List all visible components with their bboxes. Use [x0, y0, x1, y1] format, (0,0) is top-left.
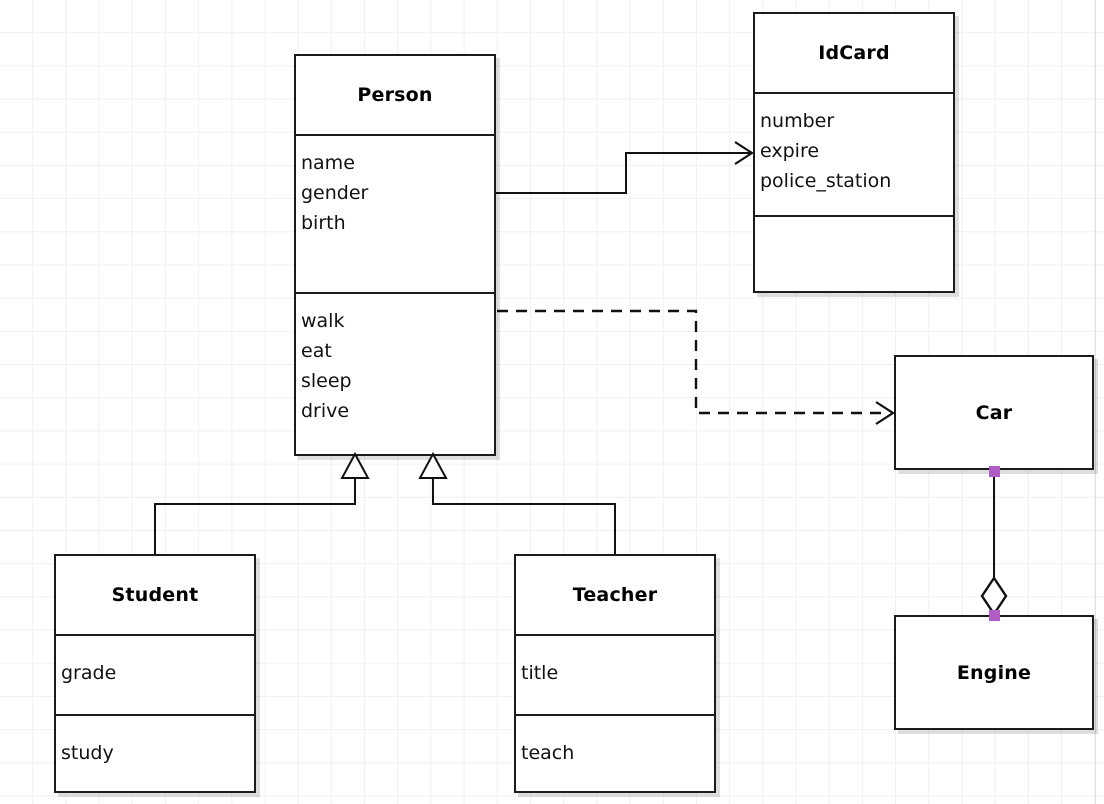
attribute-item: number: [760, 110, 835, 132]
operation-item: study: [61, 742, 114, 764]
class-box-teacher[interactable]: Teacher title teach: [514, 554, 716, 793]
class-name-person: Person: [357, 84, 433, 106]
canvas-right-rule: [1095, 0, 1096, 804]
attribute-item: birth: [301, 212, 346, 234]
generalization-teacher-person: [432, 474, 616, 554]
class-name-idcard: IdCard: [818, 42, 890, 64]
operation-item: teach: [521, 742, 575, 764]
dependency-person-car: [497, 309, 896, 425]
class-box-engine[interactable]: Engine: [894, 615, 1094, 730]
class-name-student: Student: [111, 584, 199, 606]
operation-item: drive: [301, 400, 350, 422]
class-name-engine: Engine: [956, 661, 1032, 684]
class-box-car[interactable]: Car: [894, 355, 1094, 470]
association-person-idcard: [496, 141, 755, 194]
attribute-item: gender: [301, 182, 369, 204]
operation-item: eat: [301, 340, 332, 362]
generalization-student-person: [154, 474, 356, 554]
operation-item: walk: [301, 310, 345, 332]
student-title-compartment: Student: [56, 556, 254, 634]
aggregation-diamond: [980, 575, 1008, 617]
idcard-attributes-compartment: number expire police_station: [755, 92, 953, 215]
class-box-student[interactable]: Student grade study: [54, 554, 256, 793]
teacher-operations-compartment: teach: [516, 714, 714, 791]
attribute-item: title: [521, 662, 559, 684]
engine-title-compartment: Engine: [896, 617, 1092, 728]
person-operations-compartment: walk eat sleep drive: [296, 292, 494, 454]
teacher-title-compartment: Teacher: [516, 556, 714, 634]
class-name-teacher: Teacher: [572, 584, 658, 606]
operation-item: sleep: [301, 370, 352, 392]
idcard-title-compartment: IdCard: [755, 14, 953, 92]
student-operations-compartment: study: [56, 714, 254, 791]
class-box-idcard[interactable]: IdCard number expire police_station: [753, 12, 955, 293]
attribute-item: grade: [61, 662, 117, 684]
attribute-item: name: [301, 152, 355, 174]
generalization-triangle-teacher: [418, 451, 448, 479]
teacher-attributes-compartment: title: [516, 634, 714, 714]
attribute-item: expire: [760, 140, 820, 162]
person-title-compartment: Person: [296, 56, 494, 134]
attribute-item: police_station: [760, 170, 892, 192]
class-name-car: Car: [975, 401, 1013, 424]
person-attributes-compartment: name gender birth: [296, 134, 494, 292]
generalization-triangle-student: [340, 451, 370, 479]
car-title-compartment: Car: [896, 357, 1092, 468]
class-box-person[interactable]: Person name gender birth walk eat sleep …: [294, 54, 496, 456]
student-attributes-compartment: grade: [56, 634, 254, 714]
idcard-operations-compartment: [755, 215, 953, 291]
